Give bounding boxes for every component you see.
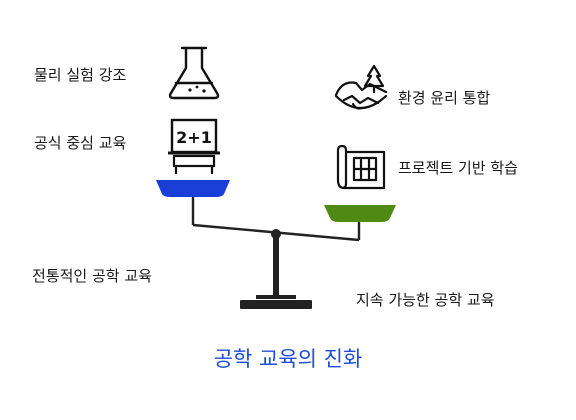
chalkboard-text: 2+1 bbox=[176, 128, 212, 147]
stand-post bbox=[273, 236, 279, 296]
stand-top-plate bbox=[256, 295, 296, 299]
flask-icon bbox=[168, 46, 220, 100]
right-caption: 지속 가능한 공학 교육 bbox=[356, 291, 495, 309]
left-pan bbox=[156, 180, 230, 197]
left-item-formula-education: 공식 중심 교육 bbox=[34, 134, 127, 152]
landscape-icon bbox=[334, 64, 388, 110]
right-item-project-learning: 프로젝트 기반 학습 bbox=[398, 159, 518, 177]
left-item-physics-experiments: 물리 실험 강조 bbox=[34, 66, 127, 84]
chalkboard-icon: 2+1 bbox=[168, 118, 220, 174]
right-pan bbox=[324, 205, 396, 222]
left-caption: 전통적인 공학 교육 bbox=[32, 267, 152, 285]
right-item-environmental-ethics: 환경 윤리 통합 bbox=[398, 89, 491, 107]
diagram-title: 공학 교육의 진화 bbox=[213, 347, 363, 371]
stand-base bbox=[240, 300, 312, 309]
blueprint-icon bbox=[336, 144, 386, 190]
